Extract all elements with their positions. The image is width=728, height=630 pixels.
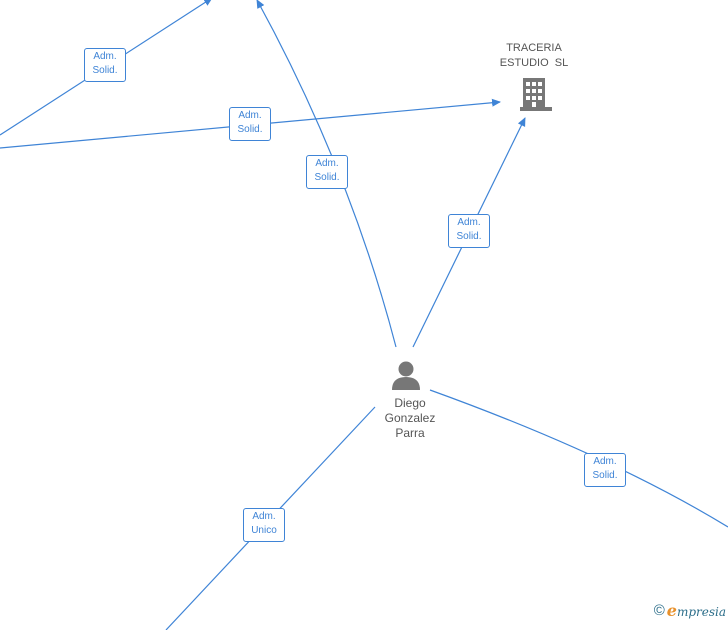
- edge-label-line1: Adm.: [593, 456, 617, 467]
- edge-label-line1: Adm.: [93, 51, 117, 62]
- person-name-line3: Parra: [395, 426, 425, 440]
- company-name-line1: TRACERIA: [506, 42, 562, 54]
- edge-label[interactable]: Adm. Solid.: [584, 453, 626, 487]
- edge-label-line1: Adm.: [252, 511, 276, 522]
- edge-label-line2: Solid.: [592, 470, 618, 481]
- brand-logo-initial: e: [666, 601, 677, 620]
- person-name-line2: Gonzalez: [384, 411, 436, 425]
- edge-label[interactable]: Adm. Unico: [243, 508, 285, 542]
- edge-label[interactable]: Adm. Solid.: [84, 48, 126, 82]
- brand-logo: empresia: [667, 601, 726, 620]
- edge-label[interactable]: Adm. Solid.: [229, 107, 271, 141]
- edge-label-line1: Adm.: [457, 217, 481, 228]
- edge-label-line2: Unico: [251, 525, 277, 536]
- person-node-label[interactable]: Diego Gonzalez Parra: [360, 396, 460, 441]
- person-icon[interactable]: [392, 361, 420, 391]
- edge-label-line1: Adm.: [238, 110, 262, 121]
- edge-label[interactable]: Adm. Solid.: [448, 214, 490, 248]
- edge-label-line2: Solid.: [314, 172, 340, 183]
- company-node-label[interactable]: TRACERIA ESTUDIO SL: [484, 41, 584, 71]
- edge-label-line2: Solid.: [92, 65, 118, 76]
- edge-label-line2: Solid.: [456, 231, 482, 242]
- copyright-symbol: ©: [653, 602, 665, 619]
- person-name-line1: Diego: [394, 396, 426, 410]
- edge-label[interactable]: Adm. Solid.: [306, 155, 348, 189]
- edge-label-line1: Adm.: [315, 158, 339, 169]
- company-name-line2: ESTUDIO SL: [499, 57, 569, 69]
- brand-logo-text: mpresia: [676, 605, 726, 619]
- edge-line: [429, 389, 728, 528]
- building-icon[interactable]: [520, 78, 552, 111]
- footer-brand[interactable]: © empresia: [654, 601, 726, 620]
- edge-label-line2: Solid.: [237, 124, 263, 135]
